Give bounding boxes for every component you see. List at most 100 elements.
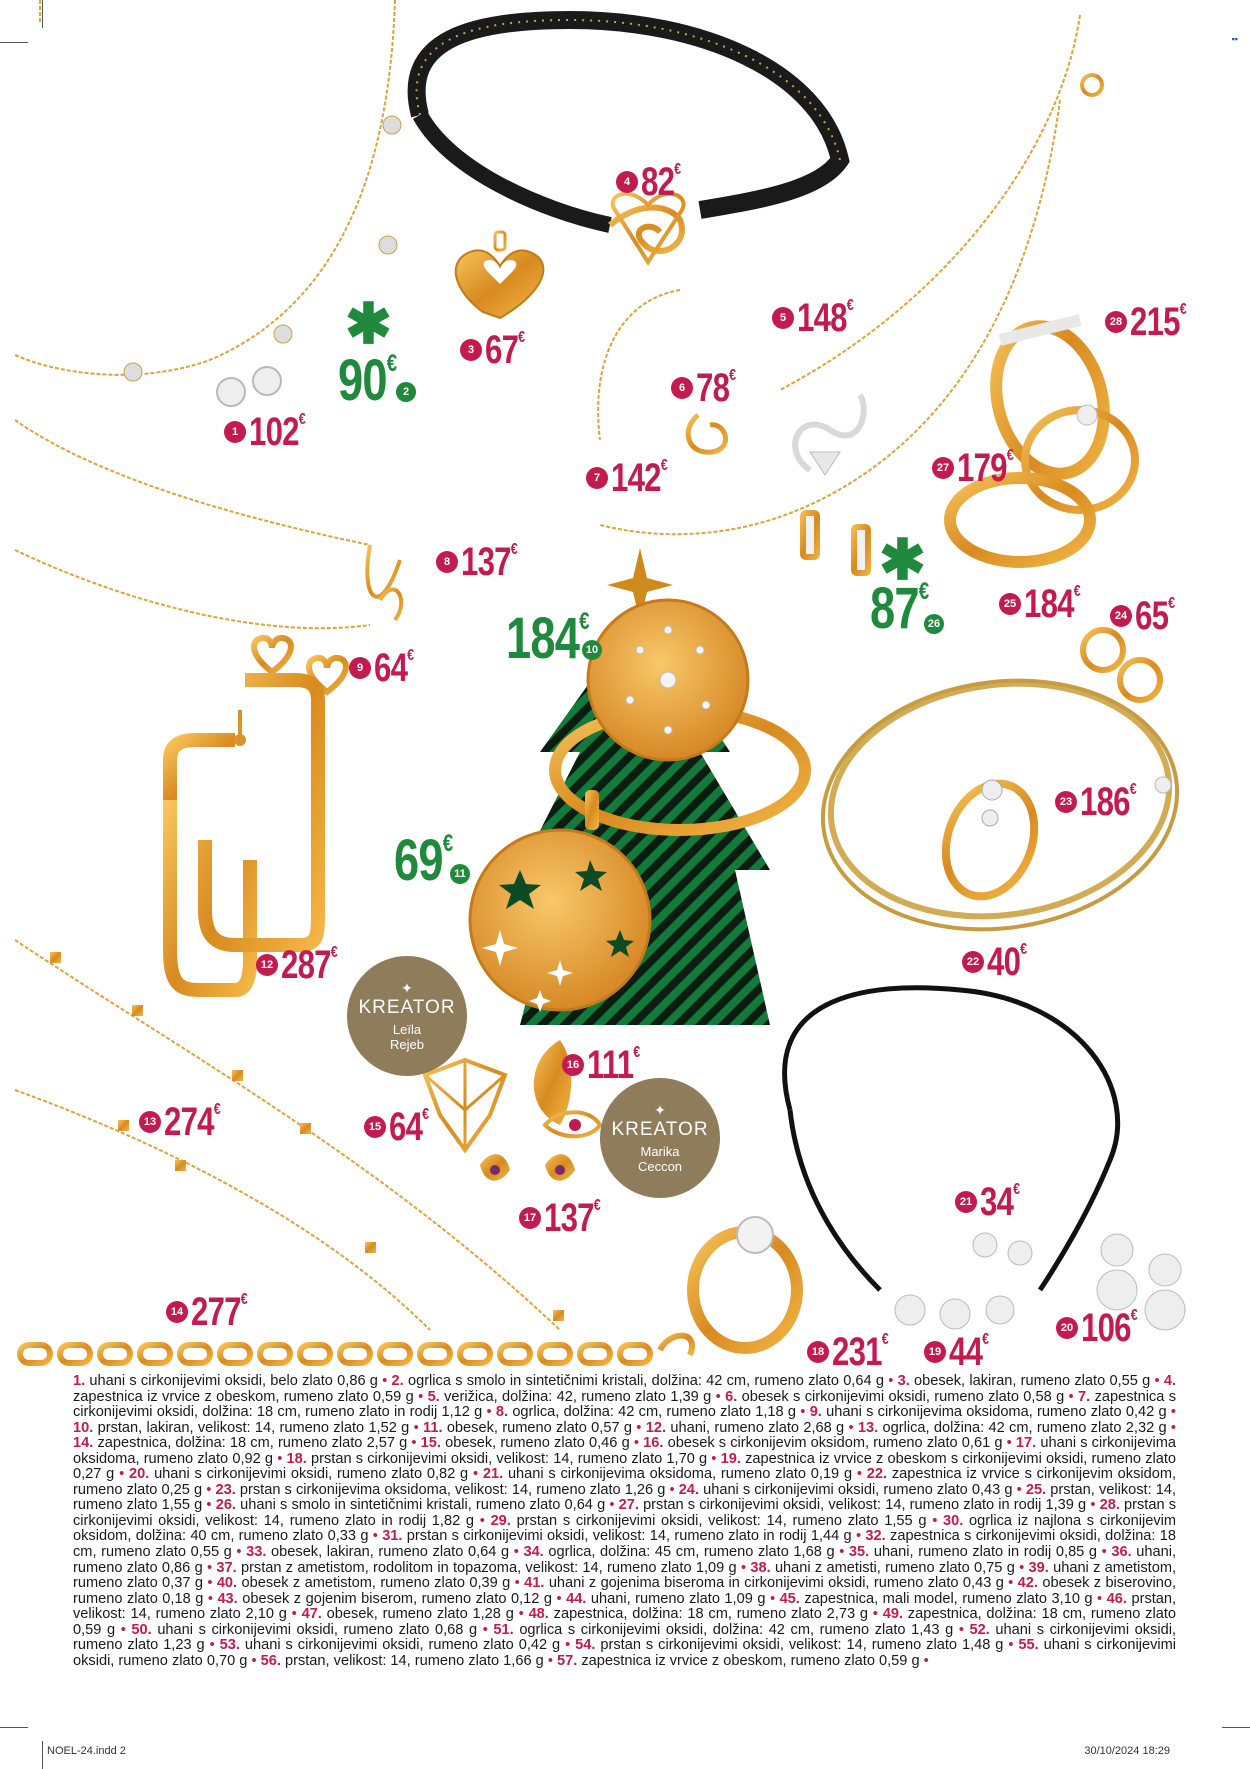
bullet-separator: • [551, 1590, 567, 1607]
price-tag-21: 21 34€ [955, 1182, 1030, 1222]
item-description: ogrlica s cirkonijevimi oksidi, dolžina:… [519, 1621, 954, 1638]
item-number: 50. [131, 1621, 158, 1638]
price-tag-24: 24 65€ [1110, 596, 1185, 636]
crop-mark [0, 1727, 28, 1728]
item-description: uhani s cirkonijevimi oksidi, rumeno zla… [73, 1637, 1177, 1669]
item-description: obesek, rumeno zlato 0,57 g [446, 1419, 632, 1436]
item-number: 42. [1017, 1575, 1043, 1592]
item-number: 46. [1106, 1590, 1132, 1607]
bullet-separator: • [114, 1466, 129, 1483]
item-description: prstan, lakiran, velikost: 14, rumeno zl… [97, 1419, 410, 1436]
item-number: 45. [779, 1590, 805, 1607]
item-number: 18. [286, 1450, 311, 1467]
bullet-separator: • [953, 1621, 970, 1638]
item-number: 20. [128, 1466, 155, 1483]
price-tag-8: 8 137€ [436, 542, 533, 582]
bullet-separator: • [765, 1590, 780, 1607]
bullet-separator: • [409, 1419, 424, 1436]
bullet-separator: • [711, 1388, 726, 1405]
price-tag-3: 3 67€ [460, 330, 535, 370]
item-number: 25. [1025, 1481, 1051, 1498]
bullet-separator: • [851, 1528, 866, 1545]
item-description: uhani z ametistom, rumeno zlato 0,37 g [73, 1559, 1177, 1592]
bullet-separator: • [632, 1419, 646, 1436]
price-tag-23: 23 186€ [1055, 782, 1152, 822]
item-description: prstan s cirkonijevimi oksidi, velikost:… [311, 1450, 708, 1467]
bullet-separator: • [1092, 1590, 1107, 1607]
item-description: uhani s cirkonijevima oksidoma, rumeno z… [73, 1435, 1177, 1467]
item-number: 53. [219, 1637, 245, 1654]
item-description: prstan z ametistom, rodolitom in topazom… [240, 1559, 737, 1576]
item-description: uhani, rumeno zlato 2,68 g [670, 1419, 845, 1436]
bullet-separator: • [509, 1544, 524, 1561]
item-number: 15. [420, 1435, 446, 1452]
item-number: 57. [556, 1652, 582, 1669]
item-description: obesek s cirkonijevimi oksidi, rumeno zl… [741, 1388, 1065, 1405]
item-description: prstan s cirkonijevimi oksidi, velikost:… [406, 1528, 852, 1545]
item-number: 8. [495, 1404, 513, 1421]
item-number: 48. [528, 1606, 554, 1623]
item-description: zapestnica iz vrvice s cirkonijevim oksi… [73, 1466, 1177, 1498]
pin-icon: ▪▪ [1231, 34, 1238, 44]
green-price-10: 184€ 10 [506, 610, 612, 668]
item-number: 5. [427, 1388, 445, 1405]
item-description: uhani s cirkonijevimi oksidi, rumeno zla… [154, 1466, 469, 1483]
item-description: obesek z gojenim biserom, rumeno zlato 0… [242, 1590, 552, 1607]
bullet-separator: • [231, 1544, 247, 1561]
sparkle-icon: ✦ [401, 979, 413, 996]
item-number: 51. [493, 1621, 520, 1638]
bullet-separator: • [796, 1404, 810, 1421]
bullet-separator: • [1002, 1435, 1016, 1452]
bullet-separator: • [202, 1575, 217, 1592]
item-description: prstan s cirkonijevimi oksidi, velikost:… [73, 1497, 1177, 1529]
item-number: 55. [1018, 1637, 1044, 1654]
price-tag-6: 6 78€ [671, 368, 746, 408]
item-number: 47. [301, 1606, 327, 1623]
bullet-separator: • [1014, 1559, 1029, 1576]
item-description: uhani s cirkonijevima oksidoma, rumeno z… [826, 1404, 1167, 1421]
item-number: 40. [216, 1575, 242, 1592]
item-description: zapestnica, mali model, rumeno zlato 3,1… [804, 1590, 1093, 1607]
price-tag-7: 7 142€ [586, 458, 683, 498]
bullet-separator: • [247, 1652, 261, 1669]
item-number: 14. [73, 1435, 98, 1452]
bullet-separator: • [204, 1637, 220, 1654]
item-number: 32. [865, 1528, 891, 1545]
price-tag-18: 18 231€ [807, 1332, 904, 1372]
price-tag-20: 20 106€ [1056, 1308, 1153, 1348]
footer-file: NOEL-24.indd 2 [47, 1745, 126, 1757]
price-tag-4: 4 82€ [616, 162, 691, 202]
bullet-separator: • [834, 1544, 849, 1561]
item-number: 9. [809, 1404, 827, 1421]
item-description: uhani, rumeno zlato 0,86 g [73, 1544, 1177, 1576]
green-price-2: 90€ 2 [338, 352, 416, 410]
price-tag-15: 15 64€ [364, 1107, 439, 1147]
bullet-separator: • [1166, 1419, 1177, 1436]
bullet-separator: • [477, 1621, 494, 1638]
item-number: 10. [73, 1419, 98, 1436]
item-description: uhani s cirkonijevimi oksidi, belo zlato… [89, 1373, 378, 1389]
item-description: prstan, velikost: 14, rumeno zlato 1,66 … [284, 1652, 544, 1669]
bullet-separator: • [115, 1621, 132, 1638]
bullet-separator: • [605, 1497, 619, 1514]
item-description: prstan, velikost: 14, rumeno zlato 2,10 … [73, 1590, 1177, 1623]
bullet-separator: • [1097, 1544, 1112, 1561]
item-description: obesek s cirkonijevim oksidom, rumeno zl… [667, 1435, 1003, 1452]
item-description: obesek z ametistom, rumeno zlato 0,39 g [241, 1575, 511, 1592]
bullet-separator: • [1012, 1481, 1026, 1498]
item-number: 28. [1099, 1497, 1125, 1514]
item-number: 33. [246, 1544, 272, 1561]
item-description: prstan s cirkonijevimi oksidi, velikost:… [600, 1637, 1004, 1654]
sparkle-icon: ✦ [654, 1101, 666, 1118]
green-price-11: 69€ 11 [394, 832, 470, 890]
bullet-separator: • [1086, 1497, 1100, 1514]
bullet-separator: • [629, 1435, 644, 1452]
item-description: zapestnica, dolžina: 18 cm, rumeno zlato… [73, 1606, 1176, 1638]
item-number: 7. [1078, 1388, 1095, 1405]
crop-mark [42, 1741, 43, 1769]
bullet-separator: • [665, 1481, 679, 1498]
bullet-separator: • [844, 1419, 858, 1436]
price-tag-13: 13 274€ [139, 1102, 236, 1142]
item-description: ogrlica, dolžina: 42 cm, rumeno zlato 1,… [512, 1404, 797, 1421]
